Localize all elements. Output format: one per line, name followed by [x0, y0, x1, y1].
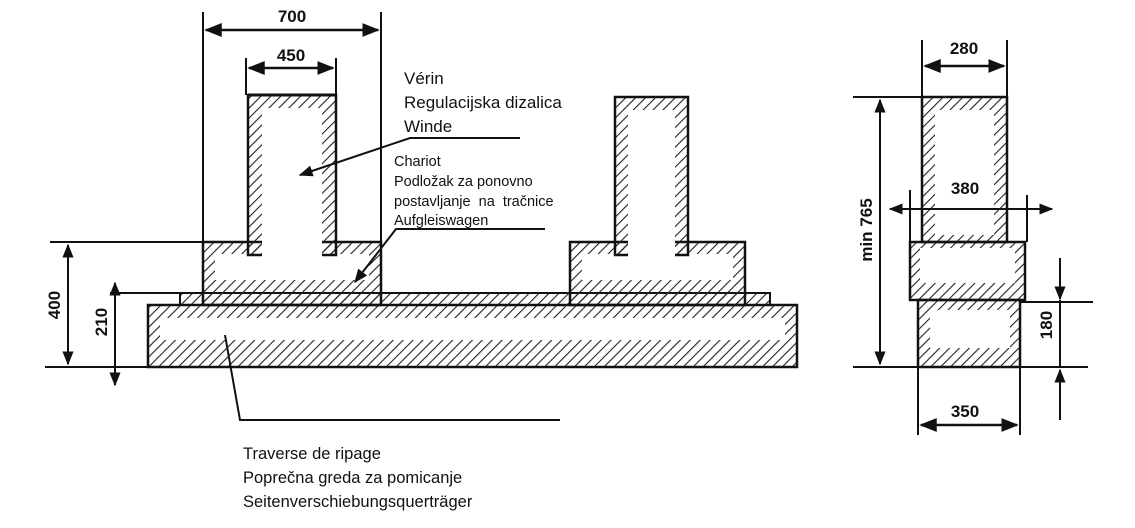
dim-400: 400 [45, 291, 64, 319]
dim-380: 380 [951, 179, 979, 198]
jack-label: Vérin Regulacijska dizalica Winde [404, 69, 562, 136]
dim-450: 450 [277, 46, 305, 65]
beam-label: Traverse de ripage Poprečna greda za pom… [243, 445, 473, 511]
dim-180: 180 [1037, 311, 1056, 339]
side-view [908, 95, 1027, 369]
label-line: Aufgleiswagen [394, 213, 488, 229]
dim-min-765: min 765 [857, 198, 876, 261]
carriage-label: Chariot Podložak za ponovno postavljanje… [394, 154, 554, 229]
label-line: Podložak za ponovno [394, 174, 533, 190]
dim-280: 280 [950, 39, 978, 58]
right-jack [568, 95, 747, 307]
label-line: Winde [404, 117, 452, 136]
dim-350: 350 [951, 402, 979, 421]
label-line: Regulacijska dizalica [404, 93, 562, 112]
label-line: postavljanje na tračnice [394, 194, 554, 210]
dim-210: 210 [92, 308, 111, 336]
label-line: Vérin [404, 69, 444, 88]
label-line: Poprečna greda za pomicanje [243, 469, 462, 487]
label-line: Traverse de ripage [243, 445, 381, 463]
left-jack [201, 93, 383, 307]
label-line: Chariot [394, 154, 441, 170]
dim-700: 700 [278, 7, 306, 26]
label-line: Seitenverschiebungsquerträger [243, 493, 473, 511]
